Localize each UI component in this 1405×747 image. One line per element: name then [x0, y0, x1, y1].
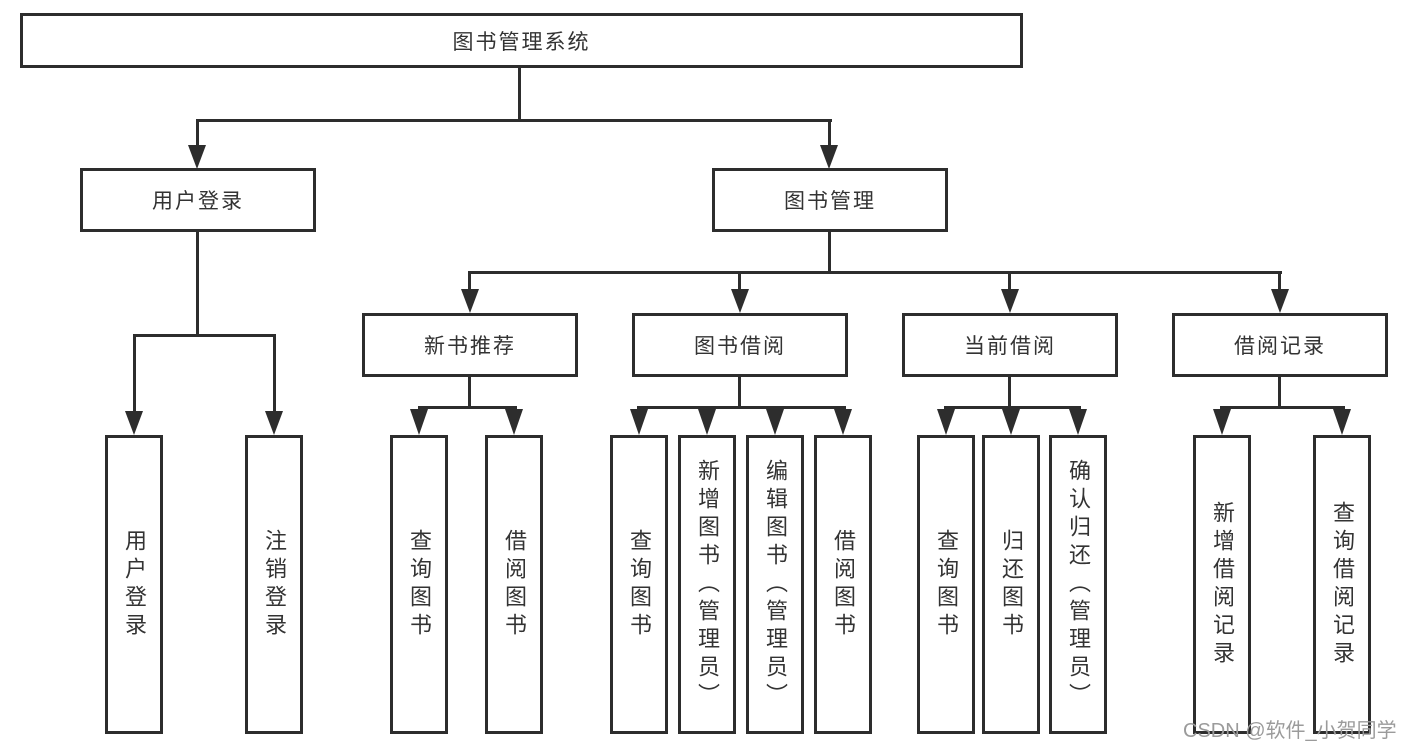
leaf-user-login: 用户登录 [105, 435, 163, 734]
node-root-label: 图书管理系统 [452, 30, 591, 54]
leaf-query-books-recommend-label: 查询图书 [407, 528, 432, 641]
connector-arrowhead [505, 409, 523, 435]
leaf-add-book-admin: 新增图书（管理员） [678, 435, 736, 734]
leaf-return-books: 归还图书 [982, 435, 1040, 734]
node-current-borrowing: 当前借阅 [902, 313, 1118, 377]
node-book-management: 图书管理 [712, 168, 948, 232]
connector-arrowhead [834, 409, 852, 435]
connector-arrowhead [1069, 409, 1087, 435]
connector-arrowhead [1001, 289, 1019, 313]
connector-line [1008, 376, 1011, 408]
connector-line [828, 119, 831, 149]
leaf-query-books-borrowing: 查询图书 [610, 435, 668, 734]
connector-arrowhead [1002, 409, 1020, 435]
leaf-query-books-recommend: 查询图书 [390, 435, 448, 734]
connector-arrowhead [125, 411, 143, 435]
node-current-borrowing-label: 当前借阅 [964, 335, 1056, 358]
leaf-borrow-books-recommend-label: 借阅图书 [502, 528, 527, 641]
node-book-borrowing: 图书借阅 [632, 313, 848, 377]
node-borrowing-records-label: 借阅记录 [1234, 335, 1326, 358]
connector-arrowhead [937, 409, 955, 435]
leaf-return-books-label: 归还图书 [999, 528, 1024, 641]
connector-line [1278, 376, 1281, 408]
leaf-add-borrow-record-label: 新增借阅记录 [1210, 500, 1235, 669]
leaf-query-books-borrowing-label: 查询图书 [627, 528, 652, 641]
connector-line [133, 334, 136, 414]
connector-arrowhead [820, 145, 838, 169]
connector-line [518, 67, 521, 122]
connector-line [133, 334, 276, 337]
connector-arrowhead [188, 145, 206, 169]
connector-line [738, 376, 741, 408]
connector-line [196, 119, 832, 122]
leaf-edit-book-admin-label: 编辑图书（管理员） [763, 458, 788, 711]
connector-arrowhead [461, 289, 479, 313]
connector-arrowhead [630, 409, 648, 435]
connector-line [944, 406, 1081, 409]
connector-line [468, 271, 471, 291]
node-book-borrowing-label: 图书借阅 [694, 335, 786, 358]
connector-arrowhead [1333, 409, 1351, 435]
node-new-book-recommend: 新书推荐 [362, 313, 578, 377]
connector-line [738, 271, 741, 291]
node-book-management-label: 图书管理 [784, 190, 876, 213]
leaf-query-borrow-record-label: 查询借阅记录 [1330, 500, 1355, 669]
leaf-edit-book-admin: 编辑图书（管理员） [746, 435, 804, 734]
leaf-borrow-books-borrowing-label: 借阅图书 [831, 528, 856, 641]
connector-arrowhead [1271, 289, 1289, 313]
leaf-add-book-admin-label: 新增图书（管理员） [695, 458, 720, 711]
leaf-confirm-return-admin: 确认归还（管理员） [1049, 435, 1107, 734]
leaf-borrow-books-recommend: 借阅图书 [485, 435, 543, 734]
leaf-query-books-current-label: 查询图书 [934, 528, 959, 641]
connector-arrowhead [766, 409, 784, 435]
connector-arrowhead [698, 409, 716, 435]
connector-arrowhead [265, 411, 283, 435]
leaf-user-login-label: 用户登录 [122, 528, 147, 641]
connector-line [828, 231, 831, 274]
leaf-logout: 注销登录 [245, 435, 303, 734]
leaf-confirm-return-admin-label: 确认归还（管理员） [1066, 458, 1091, 711]
leaf-logout-label: 注销登录 [262, 528, 287, 641]
connector-line [1008, 271, 1011, 291]
connector-arrowhead [1213, 409, 1231, 435]
connector-line [418, 406, 517, 409]
node-user-login: 用户登录 [80, 168, 316, 232]
leaf-borrow-books-borrowing: 借阅图书 [814, 435, 872, 734]
connector-line [273, 334, 276, 414]
connector-line [196, 119, 199, 149]
connector-line [469, 271, 1282, 274]
connector-arrowhead [410, 409, 428, 435]
connector-line [196, 231, 199, 337]
connector-line [1220, 406, 1345, 409]
leaf-add-borrow-record: 新增借阅记录 [1193, 435, 1251, 734]
watermark: CSDN @软件_小贺同学 [1183, 720, 1397, 742]
node-new-book-recommend-label: 新书推荐 [424, 335, 516, 358]
connector-line [637, 406, 846, 409]
leaf-query-borrow-record: 查询借阅记录 [1313, 435, 1371, 734]
leaf-query-books-current: 查询图书 [917, 435, 975, 734]
node-user-login-label: 用户登录 [152, 190, 244, 213]
connector-line [468, 376, 471, 408]
node-borrowing-records: 借阅记录 [1172, 313, 1388, 377]
connector-line [1278, 271, 1281, 291]
connector-arrowhead [731, 289, 749, 313]
node-root: 图书管理系统 [20, 13, 1023, 68]
